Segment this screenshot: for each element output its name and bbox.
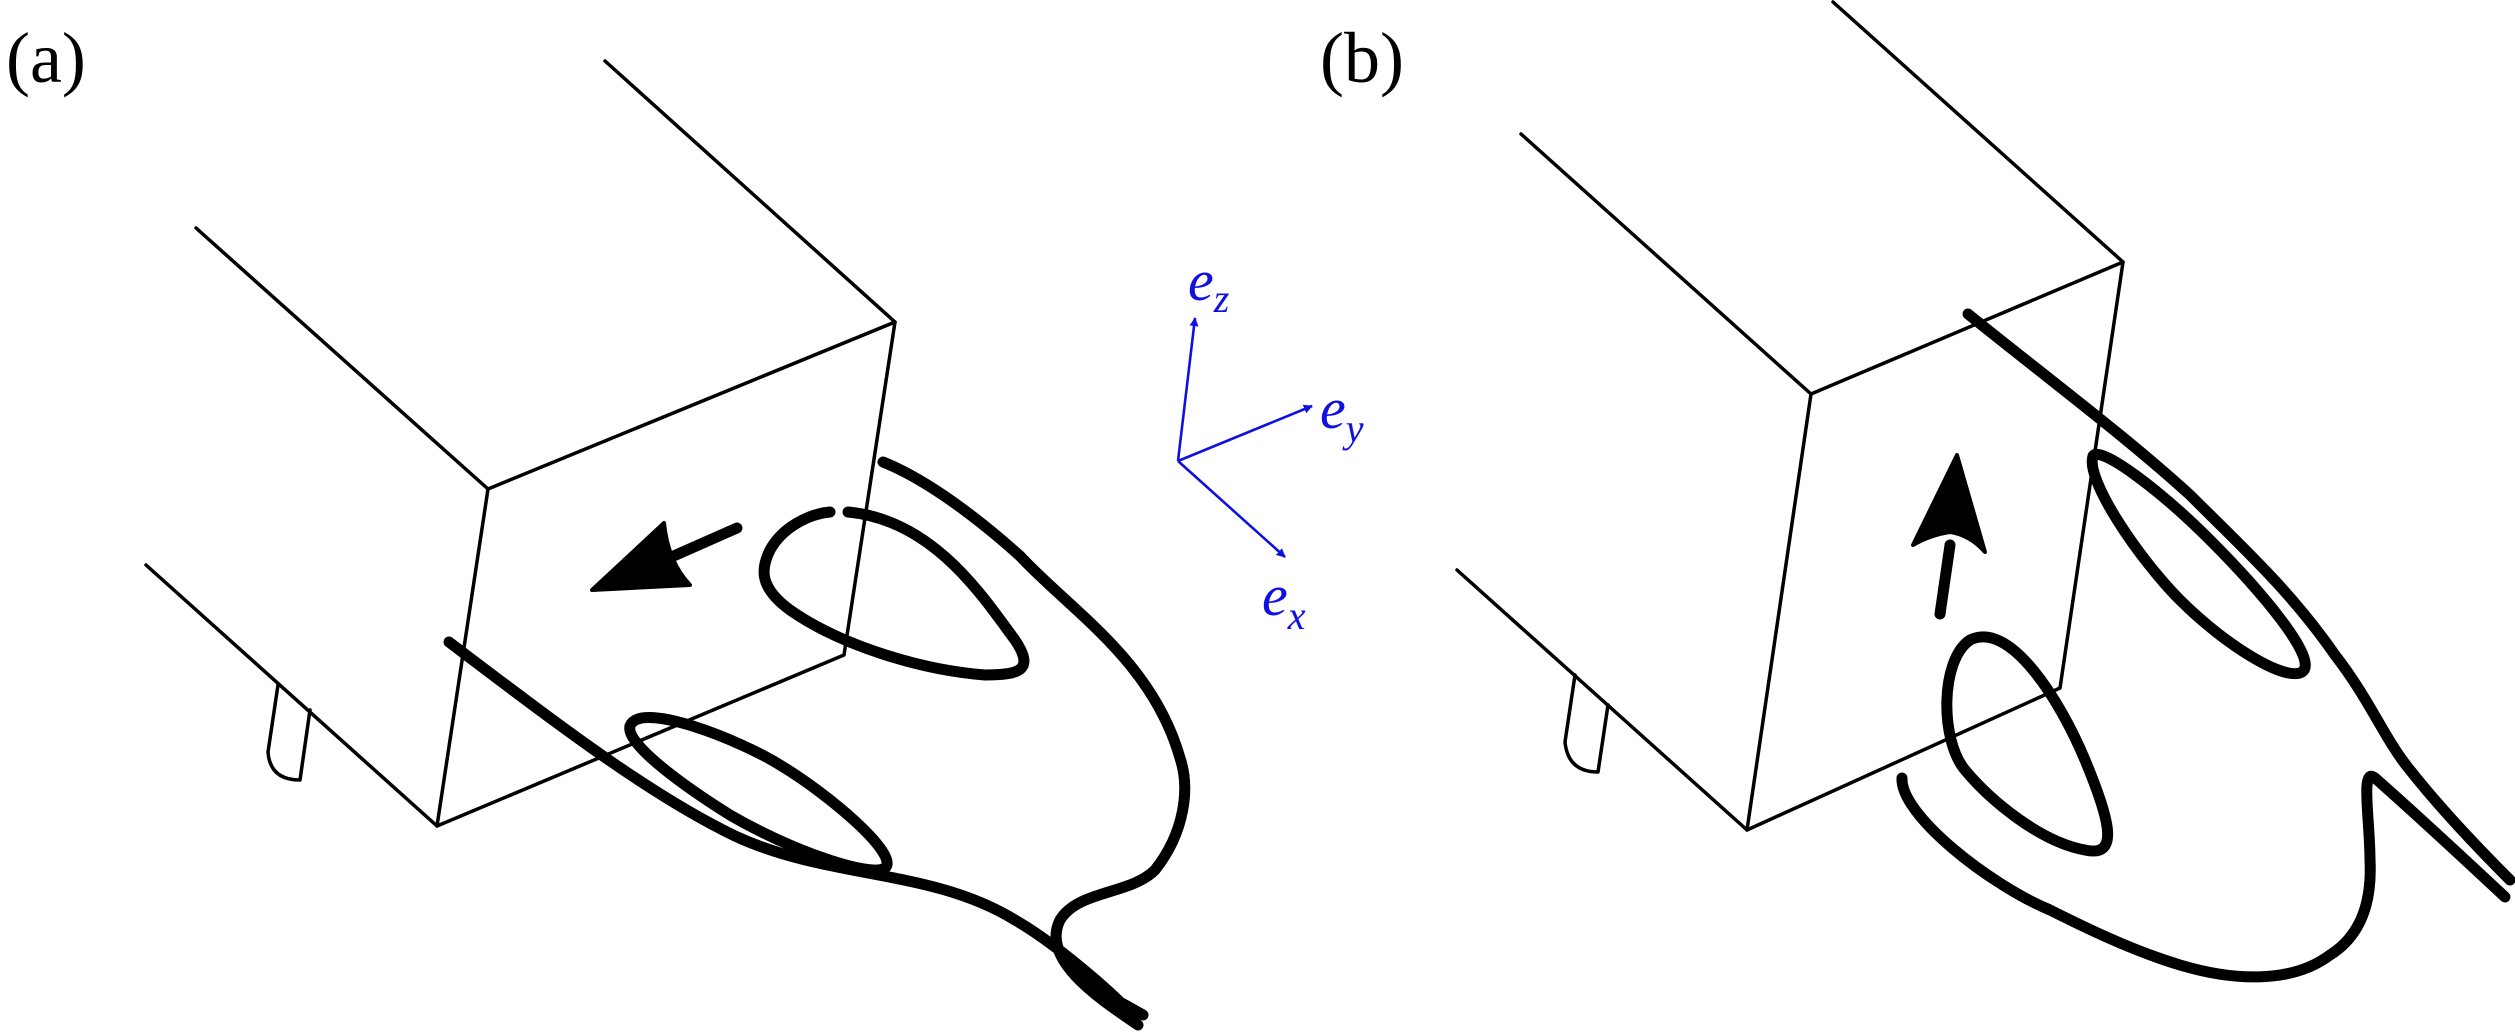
panel-a-edge-bottom <box>144 563 439 828</box>
panel-b-box <box>1455 0 2125 832</box>
panel-b-curve-right-end <box>1896 770 2511 983</box>
panel-b-leg <box>1563 673 1610 774</box>
panel-a-front-face <box>435 320 897 828</box>
panel-a-edge-top-left <box>194 226 490 491</box>
ez-label: ez <box>1188 248 1230 321</box>
panel-a-loop-curve-main <box>443 636 1124 1006</box>
panel-b-label: (b) <box>1320 18 1404 98</box>
panel-b-arrow-shaft <box>1934 539 1956 620</box>
panel-a-box <box>144 59 897 828</box>
ex-axis-arrow <box>1177 460 1286 558</box>
panel-b-rotation-arrow <box>1911 453 1987 620</box>
axes-triad: ez ey ex <box>1176 248 1364 638</box>
panel-a-rotation-arrow <box>590 521 743 592</box>
ez-axis-arrow <box>1176 317 1199 462</box>
panel-b-loop-upper <box>2086 448 2311 679</box>
ez-label-base: e <box>1188 248 1214 313</box>
panel-a-label: (a) <box>6 18 86 98</box>
panel-b-loop-lower <box>1941 631 2113 857</box>
panel-b-front-face <box>1745 260 2125 832</box>
ex-label-base: e <box>1262 563 1288 628</box>
panel-a-edge-top-right <box>603 59 897 324</box>
panel-b-arrow-head <box>1911 453 1987 554</box>
panel-a-loop-right <box>758 506 1030 681</box>
panel-b-edge-top-left <box>1519 132 1813 396</box>
ex-label-sub: x <box>1287 593 1306 638</box>
panel-b-curve-main <box>1962 308 2515 886</box>
panel-b-edge-bottom <box>1455 568 1749 832</box>
panel-b-edge-top-right <box>1831 0 2125 264</box>
panel-a-arrow-head <box>590 521 692 592</box>
panel-a-loop-curve-lower-loop <box>877 456 1191 1031</box>
panel-b-loop-curve <box>1896 308 2515 983</box>
panel-a-loop-left <box>624 712 893 876</box>
ey-axis-arrow <box>1177 404 1313 463</box>
ex-label: ex <box>1262 563 1306 638</box>
panel-b: (b) <box>1320 0 2515 983</box>
panel-a-leg <box>266 683 312 782</box>
panel-a: (a) <box>6 18 1191 1031</box>
ez-label-sub: z <box>1213 276 1230 321</box>
ey-label: ey <box>1320 376 1364 451</box>
panel-a-loop-upper <box>1059 954 1149 1021</box>
ey-label-sub: y <box>1342 406 1364 451</box>
panel-a-loop-curve <box>443 456 1191 1031</box>
ey-label-base: e <box>1320 376 1346 441</box>
